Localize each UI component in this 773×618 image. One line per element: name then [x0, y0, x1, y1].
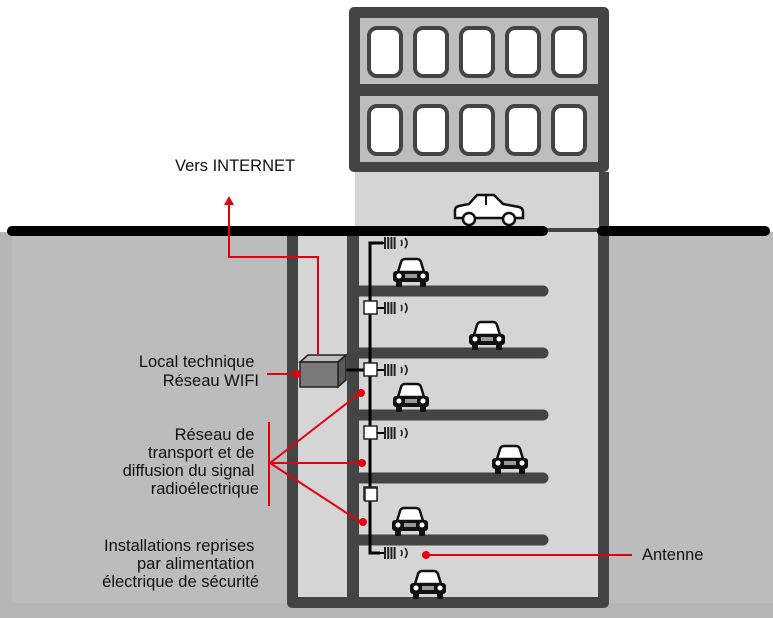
- label-vers-internet: Vers INTERNET: [175, 157, 295, 175]
- car-icon: [393, 257, 429, 287]
- window: [459, 26, 495, 78]
- antenna-icon: [377, 364, 408, 376]
- car-icon: [392, 506, 428, 536]
- label-local-technique: Local technique Réseau WIFI: [139, 353, 259, 390]
- label-installations: Installations reprises par alimentation …: [102, 537, 259, 591]
- antennas-group: [377, 237, 408, 559]
- car-icon: [469, 320, 505, 350]
- label-reseau-line: transport et de: [148, 444, 254, 462]
- distribution-box: [364, 487, 378, 502]
- arrow-up-icon: [224, 196, 234, 205]
- antenna-icon: [377, 427, 408, 439]
- window: [505, 26, 541, 78]
- label-antenne: Antenne: [642, 546, 703, 564]
- car-icon: [393, 382, 429, 412]
- window: [505, 104, 541, 156]
- car-icon: [492, 444, 528, 474]
- distribution-box: [363, 362, 378, 377]
- label-local-technique-line: Local technique: [139, 353, 255, 371]
- technical-room-box: [298, 353, 348, 389]
- window: [551, 26, 587, 78]
- label-reseau-line: Réseau de: [175, 426, 255, 444]
- antenne-leader: [422, 551, 632, 559]
- label-installations-line: électrique de sécurité: [102, 573, 259, 591]
- shaft-wall: [347, 232, 359, 602]
- ground-right: [604, 232, 773, 607]
- technical-shaft: [298, 232, 347, 597]
- ground-left: [12, 232, 302, 607]
- street-car-icon: [453, 193, 525, 227]
- window: [413, 104, 449, 156]
- window: [551, 104, 587, 156]
- window: [367, 26, 403, 78]
- distribution-boxes: [363, 300, 378, 502]
- label-reseau: Réseau de transport et de diffusion du s…: [123, 426, 259, 498]
- label-installations-line: par alimentation: [137, 555, 254, 573]
- window: [413, 26, 449, 78]
- label-reseau-line: diffusion du signal: [123, 462, 255, 480]
- window: [459, 104, 495, 156]
- reseau-leader: [268, 389, 367, 526]
- antenna-icon: [377, 547, 408, 559]
- antenna-icon: [377, 237, 408, 249]
- antenna-icon: [377, 302, 408, 314]
- internet-link: [224, 196, 319, 355]
- label-local-technique-line: Réseau WIFI: [163, 372, 259, 390]
- window: [367, 104, 403, 156]
- label-installations-line: Installations reprises: [104, 537, 254, 555]
- ground-left-edge: [0, 232, 12, 607]
- distribution-box: [363, 300, 378, 315]
- floor-slabs: [347, 232, 549, 602]
- windows-group: [367, 26, 587, 156]
- distribution-box: [363, 425, 378, 440]
- cars-group: [392, 193, 528, 599]
- label-reseau-line: radioélectrique: [151, 480, 259, 498]
- car-icon: [410, 569, 446, 599]
- distribution-cable: [368, 241, 383, 555]
- ground-floor-wall-right: [599, 172, 609, 232]
- local-technique-leader: [267, 370, 301, 378]
